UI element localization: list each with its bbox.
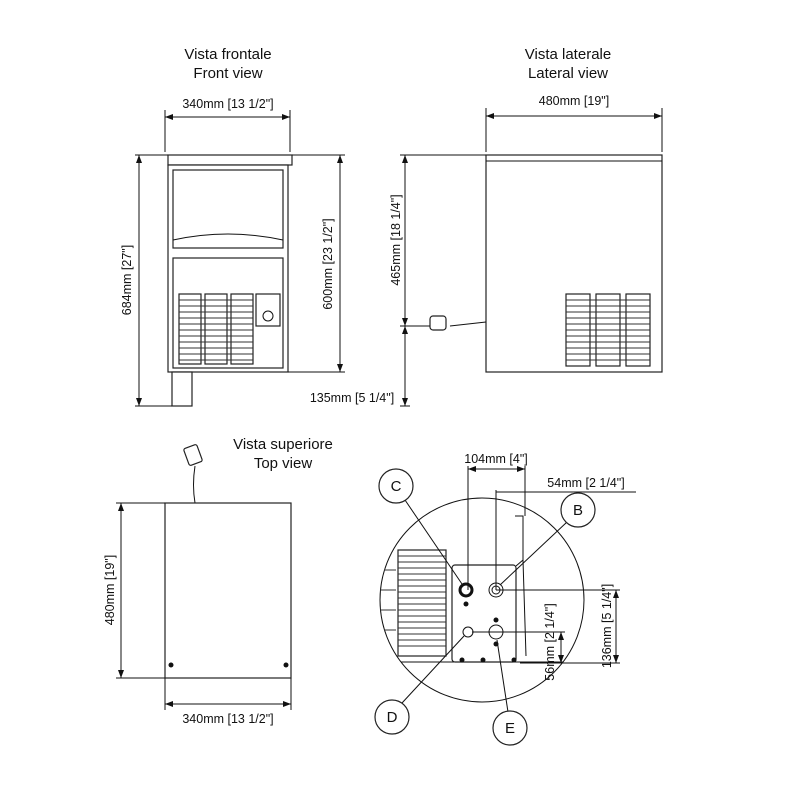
- front-view-title-it: Vista frontale: [184, 46, 271, 63]
- front-width-dim: 340mm [13 1/2"]: [182, 97, 273, 111]
- callout-c-label: C: [391, 478, 402, 495]
- front-total-height-dim: 684mm [27"]: [120, 245, 134, 315]
- top-view-title-en: Top view: [254, 455, 313, 472]
- lateral-depth-dim: 480mm [19"]: [539, 94, 609, 108]
- callout-b: [560, 492, 596, 528]
- detail-dim-56: 56mm [2 1/4"]: [543, 603, 557, 680]
- front-view-title-en: Front view: [193, 65, 262, 82]
- callout-c: [378, 468, 414, 504]
- detail-dim-104: 104mm [4"]: [464, 452, 528, 466]
- front-vent-grille: [178, 293, 254, 365]
- front-foot: [171, 371, 193, 407]
- top-view-title-it: Vista superiore: [233, 436, 333, 453]
- ice-bin-door: [172, 169, 284, 249]
- front-body-height-dim: 600mm [23 1/2"]: [321, 218, 335, 309]
- detail-dim-136: 136mm [5 1/4"]: [600, 584, 614, 668]
- top-depth-dim: 480mm [19"]: [103, 555, 117, 625]
- power-plug-icon: [429, 315, 447, 331]
- detail-vent-grille: [380, 549, 447, 657]
- callout-b-label: B: [573, 502, 583, 519]
- top-view: Vista superiore Top view 480mm [19"] 340…: [103, 436, 333, 726]
- lateral-connection-height-dim: 465mm [18 1/4"]: [389, 194, 403, 285]
- lateral-low-height-dim: 135mm [5 1/4"]: [310, 391, 394, 405]
- top-body: [164, 502, 292, 679]
- top-width-dim: 340mm [13 1/2"]: [182, 712, 273, 726]
- detail-circle: [379, 497, 585, 703]
- callout-d: [374, 699, 410, 735]
- connection-c: [458, 582, 474, 598]
- lateral-view-title-it: Vista laterale: [525, 46, 611, 63]
- lateral-view-title-en: Lateral view: [528, 65, 608, 82]
- callout-e: [492, 710, 528, 746]
- front-top-lid: [167, 154, 293, 166]
- front-view: Vista frontale Front view 340mm [13 1/2"…: [120, 46, 345, 407]
- connections-detail: 104mm [4"] 54mm [2 1/4"] 56mm [2 1/4"] 1…: [374, 452, 636, 746]
- control-panel: [255, 293, 281, 327]
- detail-dim-54: 54mm [2 1/4"]: [547, 476, 624, 490]
- power-button-icon: [262, 310, 274, 322]
- callout-e-label: E: [505, 720, 515, 737]
- callout-d-label: D: [387, 709, 398, 726]
- top-power-plug-icon: [183, 444, 203, 466]
- lateral-view: Vista laterale Lateral view 480mm [19"] …: [310, 46, 663, 407]
- lateral-vent-grille: [565, 293, 651, 367]
